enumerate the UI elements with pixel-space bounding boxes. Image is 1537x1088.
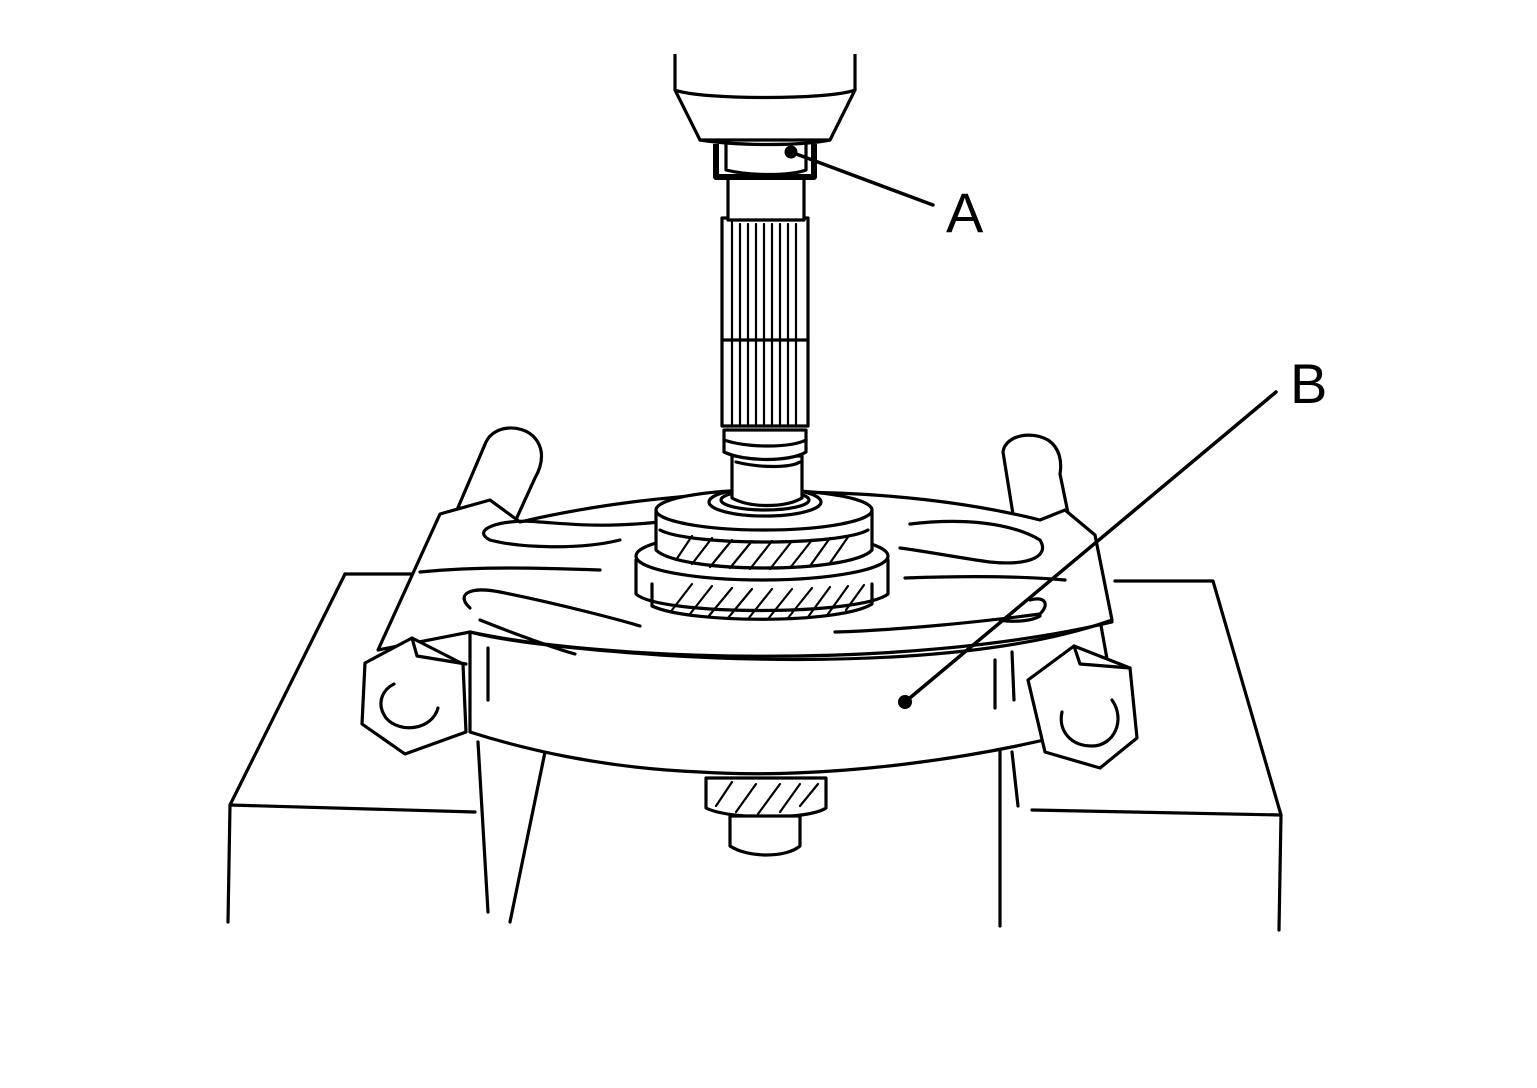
callout-b: B: [898, 352, 1327, 709]
callout-a: A: [784, 145, 984, 244]
callout-b-label: B: [1290, 352, 1327, 415]
press-ram: [673, 54, 857, 147]
lower-gear-teeth: [670, 582, 866, 621]
press-adapter: [713, 142, 817, 180]
right-hex-nut: [1026, 644, 1139, 770]
press-bed: [226, 572, 1283, 932]
left-hex-nut: [360, 636, 468, 756]
callout-b-leader: [903, 390, 1278, 704]
callout-a-label: A: [946, 181, 984, 244]
lower-gear-teeth-below: [714, 780, 820, 816]
shaft-splines: [730, 220, 798, 426]
callout-a-dot: [784, 145, 798, 159]
output-shaft: [704, 176, 828, 857]
callout-a-leader: [789, 150, 935, 207]
callout-b-dot: [898, 695, 912, 709]
upper-gear-teeth: [674, 534, 850, 571]
gear-stack: [634, 486, 890, 621]
